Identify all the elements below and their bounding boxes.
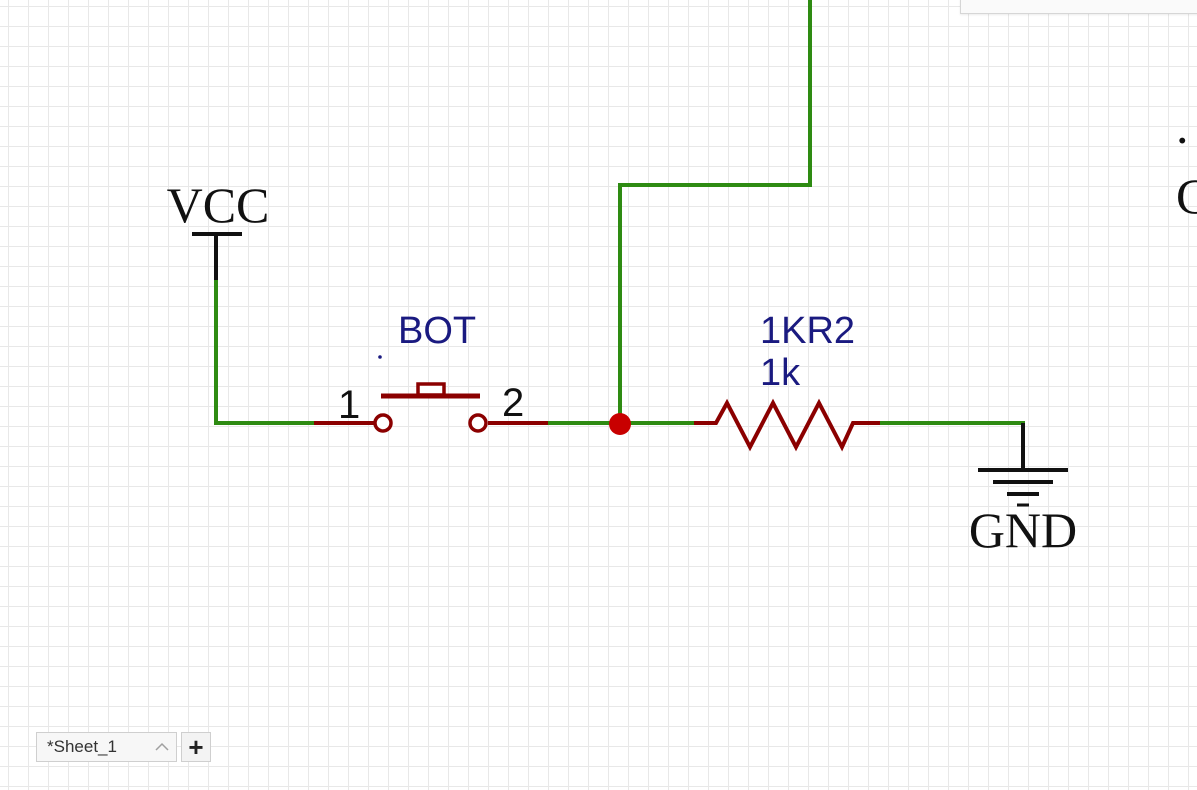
wire-junction-up[interactable] <box>618 0 812 423</box>
sheet-tab-bar: *Sheet_1 + <box>36 732 211 764</box>
vcc-power-symbol[interactable]: VCC <box>167 177 270 280</box>
switch-pin-2: 2 <box>502 381 524 425</box>
ground-symbol[interactable]: GND <box>969 423 1077 558</box>
sheet-tab-label: *Sheet_1 <box>47 737 117 756</box>
edge-marker-partial: . <box>1176 98 1189 154</box>
chevron-up-icon[interactable] <box>154 739 170 755</box>
sheet-tab[interactable]: *Sheet_1 <box>36 732 177 762</box>
vcc-label: VCC <box>167 177 270 233</box>
plus-icon: + <box>188 732 204 762</box>
edge-label-partial: C <box>1176 168 1197 224</box>
gnd-label: GND <box>969 502 1077 558</box>
floating-panel-edge <box>960 0 1197 14</box>
switch-pin-1: 1 <box>338 383 360 427</box>
switch-anchor-dot <box>378 355 382 359</box>
add-sheet-button[interactable]: + <box>181 732 211 762</box>
wires <box>214 0 1025 430</box>
resistor-value: 1k <box>760 352 801 394</box>
junction-dot[interactable] <box>609 413 631 435</box>
push-button-switch[interactable]: BOT 1 2 <box>314 310 548 433</box>
wire-resistor-to-gnd[interactable] <box>880 421 1025 430</box>
resistor-designator: 1KR2 <box>760 310 855 352</box>
wire-vcc-to-switch[interactable] <box>214 278 316 425</box>
resistor[interactable]: 1KR2 1k <box>694 310 880 452</box>
switch-designator: BOT <box>398 310 476 352</box>
